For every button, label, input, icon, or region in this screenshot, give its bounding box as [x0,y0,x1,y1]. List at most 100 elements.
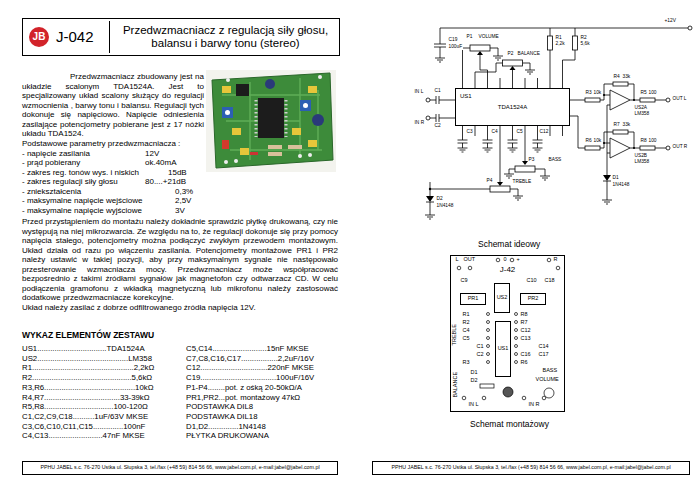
parts-list-line: PODSTAWKA DIL8 [186,402,253,412]
pcb-label: C5 [462,336,470,342]
parts-list-line: R2......................................… [22,373,152,383]
pcb-label: L [455,257,459,263]
schematic-wiring [435,58,445,62]
pcb-photo [308,153,312,157]
spec-heading: Podstawowe parametry przedwzmacniacza : [22,139,180,149]
pcb-layout-details [515,337,518,340]
pcb-label: C4 [462,328,470,334]
schematic-wiring [548,36,553,50]
schematic-wiring [508,136,518,148]
schematic-wiring [585,146,600,150]
ic-socket: US2 [494,283,510,313]
component-label: 33k [622,75,631,80]
pcb-photo [268,152,282,156]
schematic-wiring [533,136,543,148]
trimmer-pot: PR2 [520,293,546,305]
schematic-wiring [425,26,692,219]
pcb-label: R6 [520,360,528,366]
pcb-layout-details [503,387,513,397]
spec-value: 12V [145,149,159,159]
part-name: US1 [498,346,509,352]
schematic-wiring [504,174,514,178]
part-name: US1 [460,93,472,99]
component-label: IN R [414,121,425,126]
pcb-photo [222,78,322,160]
component-label: P3 [528,158,535,163]
component-label: C12 [539,130,549,135]
figure-caption: Schemat montażowy [470,420,549,430]
pcb-photo [268,145,282,149]
schematic-wiring [463,48,499,78]
component-label: R5 [640,91,647,96]
pcb-label: 0 [503,257,507,263]
component-label: P4 [486,179,493,184]
pcb-layout-details [487,313,490,316]
pcb-label: R7 [520,320,528,326]
schematic-wiring [440,28,688,29]
spec-value: 2,5V [175,196,191,206]
pcb-label: C2 [476,352,484,358]
footer-text: PPHU JABEL s.c. 76-270 Ustka ul. Słupska… [40,465,319,470]
pcb-label: C18 [544,278,555,284]
spec-name: - zakres reg. tonów wys. i niskich [22,168,139,178]
schematic-wiring [570,116,634,148]
schematic-wiring [585,98,600,102]
pcb-photo [318,75,322,79]
component-label: C5 [516,130,523,135]
parts-list-line: PODSTAWKA DIL18 [186,412,258,422]
component-label: OUT R [672,145,688,150]
component-label: R2 [580,36,587,41]
pcb-layout-details [515,345,518,348]
pcb-label: IN L [468,402,479,408]
pcb-layout-details [487,329,490,332]
logo-text: JB [33,32,46,42]
spec-name: - zniekształcenia [22,187,81,197]
schematic-symbols [603,175,611,181]
schematic-wiring [430,114,455,122]
pcb-layout-details [515,329,518,332]
parts-list-line: C4,C13.........................47nF MKSE [22,431,145,441]
parts-list-line: D1,D2..............1N4148 [186,422,266,432]
pcb-label: R8 [520,312,528,318]
pcb-layout-details [457,266,461,270]
body-text: Przedwzmacniacz zbudowany jest na układz… [22,72,204,139]
component-label: TREBLE [512,180,532,185]
component-label: C2 [434,124,441,129]
spec-value: 15dB [168,168,187,178]
parts-list-line: C3,C6,C10,C11,C15..............100nF [22,422,145,432]
header-box: J-042Przedwzmacniacz z regulacją siły gł… [22,18,340,56]
component-label: R7 [613,123,620,128]
pcb-photo [265,79,275,89]
logo-badge: JB [29,27,49,47]
schematic-wiring [470,45,490,51]
pcb-photo [312,114,324,126]
body-text: Przed przystąpieniem do montażu należy d… [22,217,338,303]
schematic-wiring [515,166,535,172]
pcb-label: R [553,257,558,263]
pcb-photo [258,98,284,138]
pcb-photo [222,86,231,93]
schematic-wiring [493,56,503,60]
pcb-layout-details [515,361,518,364]
component-label: 1N4148 [612,183,630,188]
component-label: 100 [648,91,657,96]
footer-text: PPHU JABEL s.c. 76-270 Ustka ul. Słupska… [391,465,670,470]
component-label: 10k [593,139,602,144]
component-label: P1 [466,35,473,40]
schematic-wiring [513,196,523,200]
pcb-photo [226,78,230,82]
pcb-layout-details [544,388,554,398]
part-type: TDA1524A [498,104,527,110]
pcb-photo [224,160,228,164]
schematic-wiring [573,36,578,50]
component-label: BASS [548,158,562,163]
pcb-photo [292,128,301,135]
pcb-photo [224,75,322,164]
schematic-wiring [540,176,550,180]
pcb-label: R2 [462,320,470,326]
schematic-wiring [503,60,523,66]
pcb-photo [232,128,241,135]
pcb-photo [308,86,317,93]
board-code: J-42 [451,265,564,275]
component-label: IN L [414,90,424,95]
